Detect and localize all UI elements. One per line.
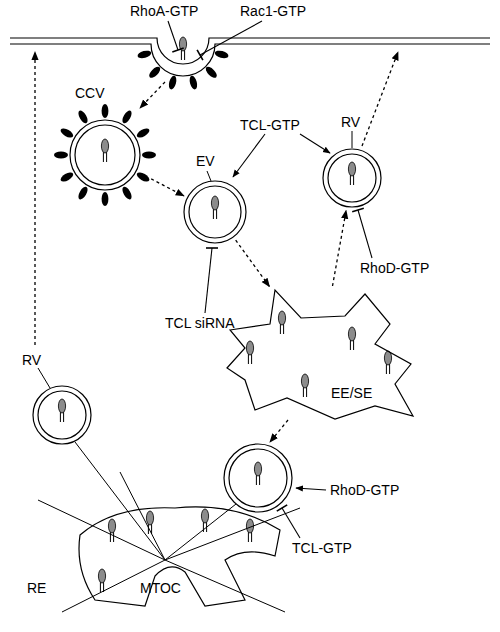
- microtubule: [120, 472, 165, 560]
- clathrin-coat: [188, 75, 198, 90]
- endocytic-vesicle: EV: [183, 180, 247, 244]
- clathrin-coat: [135, 127, 151, 140]
- activation-arrow: [296, 488, 326, 490]
- clathrin-coat: [59, 127, 75, 140]
- activation-arrow: [300, 134, 330, 153]
- trafficking-route: [270, 420, 288, 442]
- vesicle-outer-membrane: [184, 181, 246, 243]
- clathrin-coat: [54, 152, 68, 159]
- node-outline: [225, 288, 415, 423]
- plasma-membrane: [10, 38, 490, 64]
- inhibition-bar: [172, 48, 183, 52]
- activation-arrow: [233, 134, 265, 177]
- vesicle-outer-membrane: [323, 149, 381, 207]
- vesicle-inner-membrane: [328, 154, 376, 202]
- recycling-vesicle: RV: [322, 148, 382, 208]
- inhibition-line: [168, 21, 178, 50]
- receptor: [348, 327, 355, 350]
- trafficking-route: [333, 211, 347, 287]
- trafficking-route: [236, 240, 270, 286]
- clathrin-coat: [77, 185, 90, 201]
- early-sorting-endosome: EE/SE: [225, 288, 415, 423]
- receptor: [58, 399, 65, 422]
- inhibition-line: [200, 21, 262, 55]
- compartment-name: EV: [196, 153, 215, 169]
- receptor: [384, 351, 391, 374]
- compartment-name: RV: [341, 114, 360, 130]
- clathrin-coated-vesicle: CCV: [69, 119, 141, 191]
- clathrin-coat: [168, 75, 178, 90]
- node-outline: [183, 180, 247, 244]
- regulator-label: MTOC: [140, 580, 181, 596]
- regulator-label: RhoD-GTP: [360, 260, 429, 276]
- node-outline: [69, 119, 141, 191]
- receptor: [211, 196, 218, 219]
- clathrin-coat: [204, 65, 219, 80]
- clathrin-coat: [77, 109, 90, 125]
- regulator-label: RhoD-GTP: [330, 482, 399, 498]
- microtubule: [165, 504, 236, 560]
- clathrin-coat: [102, 192, 109, 206]
- leader-line: [352, 131, 353, 148]
- inhibition-bar: [277, 505, 287, 511]
- inhibition-bar: [352, 208, 364, 211]
- vesicle-inner-membrane: [75, 125, 135, 185]
- trafficking-route: [362, 52, 398, 146]
- trafficking-route: [151, 179, 184, 196]
- inhibition-line: [358, 210, 372, 258]
- receptor: [301, 374, 308, 397]
- clathrin-coat: [102, 104, 109, 118]
- clathrin-coat: [135, 171, 151, 184]
- leader-line: [207, 171, 211, 181]
- vesicle-inner-membrane: [189, 186, 241, 238]
- node-outline: [32, 385, 92, 445]
- regulator-label: RhoA-GTP: [130, 3, 198, 19]
- receptor: [278, 311, 285, 334]
- vesicle-outline: [229, 449, 287, 507]
- node-outline: [322, 148, 382, 208]
- microtubule: [75, 442, 165, 560]
- receptor: [246, 341, 253, 364]
- receptor: [108, 519, 115, 542]
- vesicle-outer-membrane: [70, 120, 140, 190]
- regulator-label: TCL-GTP: [292, 540, 352, 556]
- clathrin-coat: [137, 49, 152, 59]
- regulator-label: TCL-GTP: [240, 117, 300, 133]
- inhibition-line: [205, 248, 212, 313]
- inhibition-line: [282, 508, 300, 538]
- clathrin-coat: [121, 109, 134, 125]
- receptor: [254, 462, 261, 485]
- clathrin-coat: [142, 152, 156, 159]
- compartment-name: RE: [27, 580, 46, 596]
- regulator-label: TCL siRNA: [165, 315, 235, 331]
- compartment-outline: [227, 290, 413, 419]
- receptor: [98, 569, 105, 592]
- clathrin-coat: [121, 185, 134, 201]
- compartment-name: EE/SE: [331, 385, 372, 401]
- microtubule: [165, 560, 285, 612]
- receptor: [101, 139, 108, 162]
- receptor: [246, 519, 253, 542]
- trafficking-route: [34, 52, 35, 345]
- vesicle-outline: [224, 444, 292, 512]
- inhibition-bar: [206, 247, 218, 249]
- inhibition-bar: [197, 50, 203, 60]
- plasma-membrane: [10, 44, 490, 76]
- compartment-name: CCV: [75, 85, 105, 101]
- leader-line: [38, 368, 50, 388]
- trafficking-route: [140, 82, 165, 108]
- clathrin-coat: [59, 171, 75, 184]
- vesicle-outer-membrane: [33, 386, 91, 444]
- receptor: [348, 162, 355, 185]
- compartment-outline: [79, 507, 280, 606]
- regulator-label: Rac1-GTP: [240, 3, 306, 19]
- recycling-vesicle: RV: [32, 385, 92, 445]
- vesicle-inner-membrane: [38, 391, 86, 439]
- clathrin-coat: [147, 65, 162, 80]
- clathrin-coat: [214, 49, 229, 59]
- compartment-name: RV: [22, 352, 41, 368]
